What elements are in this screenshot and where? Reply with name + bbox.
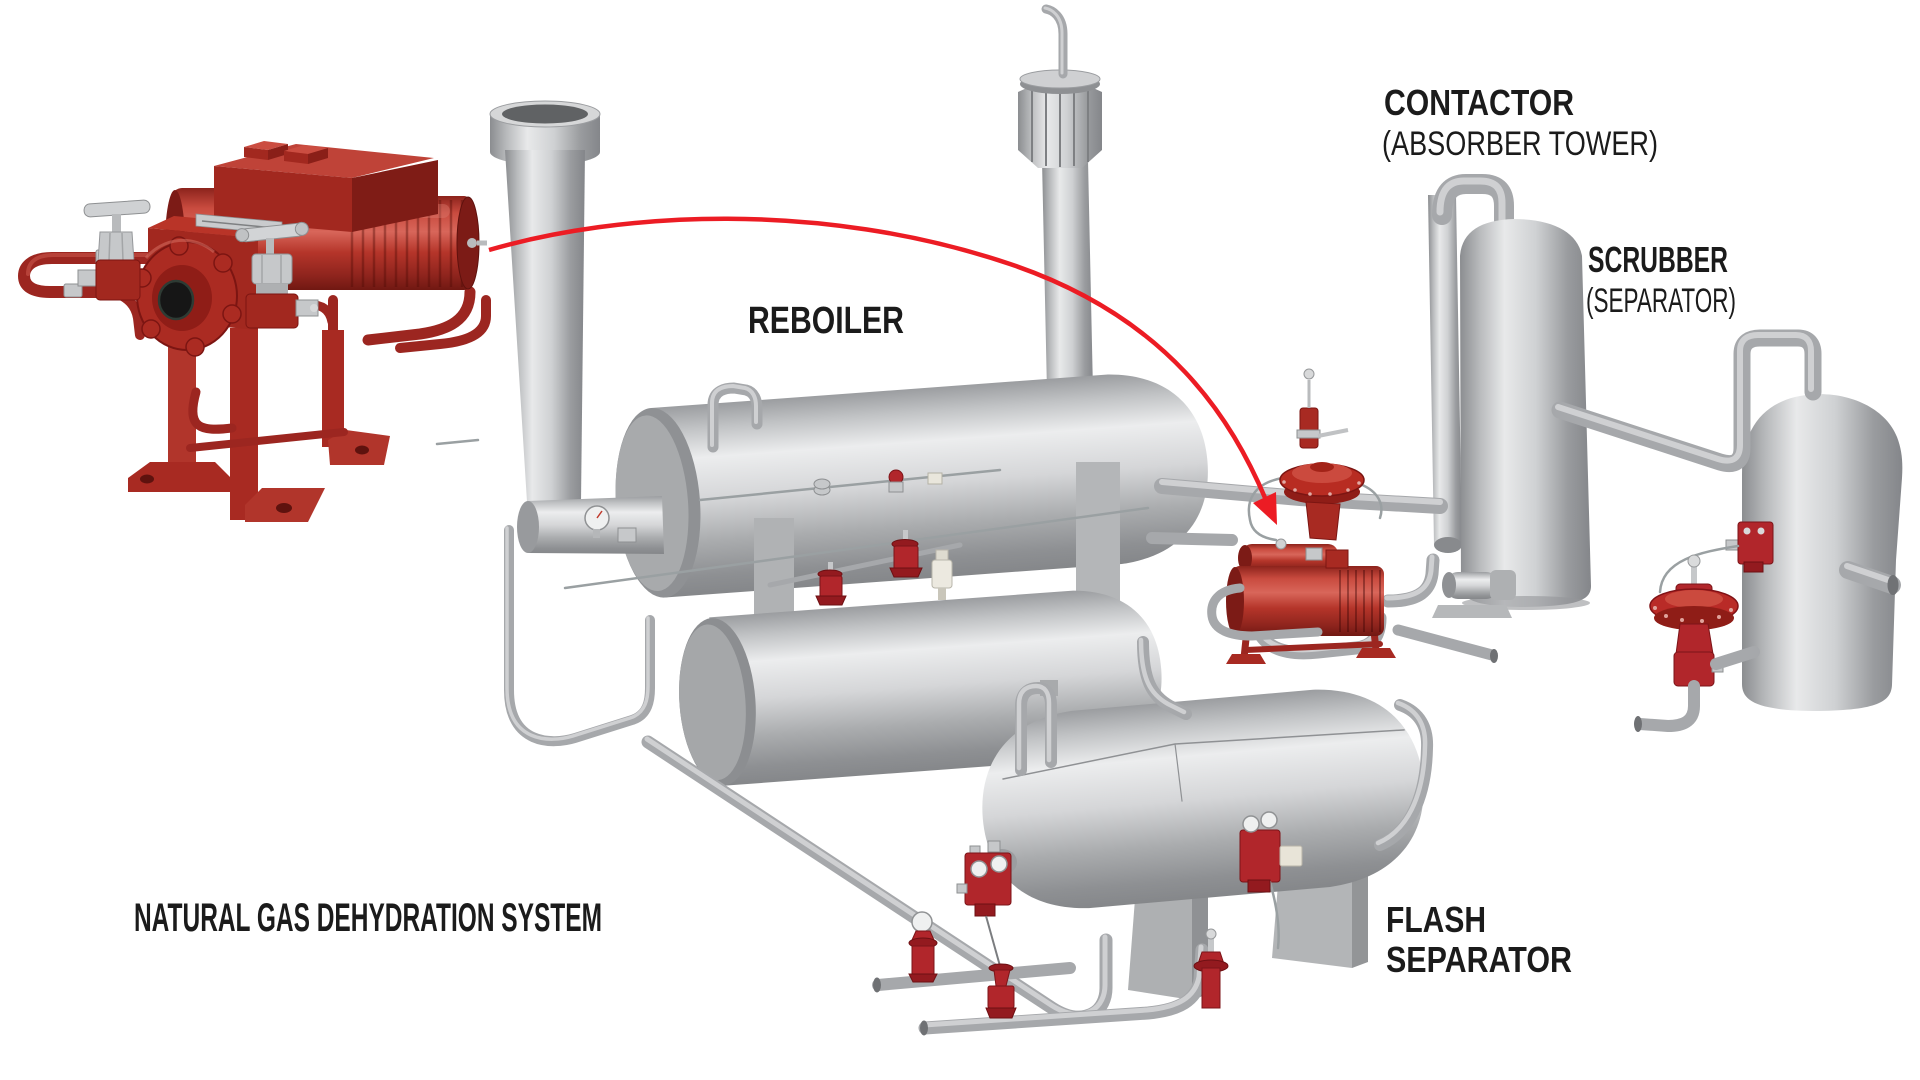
flash-regulator-bottom xyxy=(1193,928,1229,1009)
flash-level-controller xyxy=(956,840,1012,967)
flash-shell xyxy=(982,689,1424,909)
product-actuator-box xyxy=(214,141,438,232)
gauge-icon xyxy=(990,855,1008,873)
flash-regulator-mid xyxy=(1239,811,1303,950)
reboiler-gate-valve-2 xyxy=(889,530,923,578)
highlighted-actuator-product xyxy=(18,141,491,522)
scrubber-block-valve xyxy=(1725,521,1774,573)
scrubber-sublabel: (SEPARATOR) xyxy=(1586,282,1736,320)
callout-arrow xyxy=(488,216,1277,525)
gauge-icon xyxy=(1242,815,1260,833)
product-stand xyxy=(128,286,491,522)
t-handle-valve-front xyxy=(235,221,319,329)
flash-separator-label-line2: SEPARATOR xyxy=(1386,939,1572,980)
stack-tube xyxy=(1042,160,1094,438)
scrubber-shell xyxy=(1742,394,1903,711)
flash-dump-valve xyxy=(985,963,1017,1019)
gauge-icon xyxy=(911,911,933,933)
instrument-fittings xyxy=(813,469,943,496)
threaded-port xyxy=(159,281,193,319)
t-handle-valve-rear xyxy=(77,199,151,301)
scrubber-vessel xyxy=(1742,394,1903,711)
flash-separator xyxy=(982,680,1424,1000)
diagonal-pipe-regulator xyxy=(908,911,938,983)
contactor-vessel-shell xyxy=(1460,219,1591,607)
reboiler-label: REBOILER xyxy=(748,300,904,342)
system-title: NATURAL GAS DEHYDRATION SYSTEM xyxy=(134,896,602,940)
reboiler-gate-valve-1 xyxy=(815,562,847,606)
reboiler-chimney xyxy=(489,100,601,502)
contactor-label: CONTACTOR xyxy=(1384,82,1574,123)
contactor-sublabel: (ABSORBER TOWER) xyxy=(1382,125,1658,163)
reboiler xyxy=(435,100,1208,880)
letdown-pipe-upper xyxy=(878,968,1070,985)
installed-glycol-pump xyxy=(1207,538,1396,664)
reboiler-relief-valve-white xyxy=(931,549,953,600)
callout-arrowhead-icon xyxy=(1253,492,1277,525)
gauge-icon xyxy=(970,860,988,878)
contactor-riser-pipe xyxy=(1428,195,1462,545)
contactor-tower xyxy=(1428,181,1591,618)
reboiler-burner xyxy=(517,496,664,554)
glycol-control-valve xyxy=(1247,368,1383,542)
flash-separator-label-line1: FLASH xyxy=(1386,899,1486,940)
scrubber-control-valve xyxy=(1634,544,1760,732)
gauge-icon xyxy=(1260,811,1278,829)
tower-base-pump xyxy=(1432,570,1516,618)
flame-arrestor-stack xyxy=(1018,8,1102,438)
callout-arrow-shaft xyxy=(488,216,1269,501)
scrubber-label: SCRUBBER xyxy=(1588,239,1728,280)
